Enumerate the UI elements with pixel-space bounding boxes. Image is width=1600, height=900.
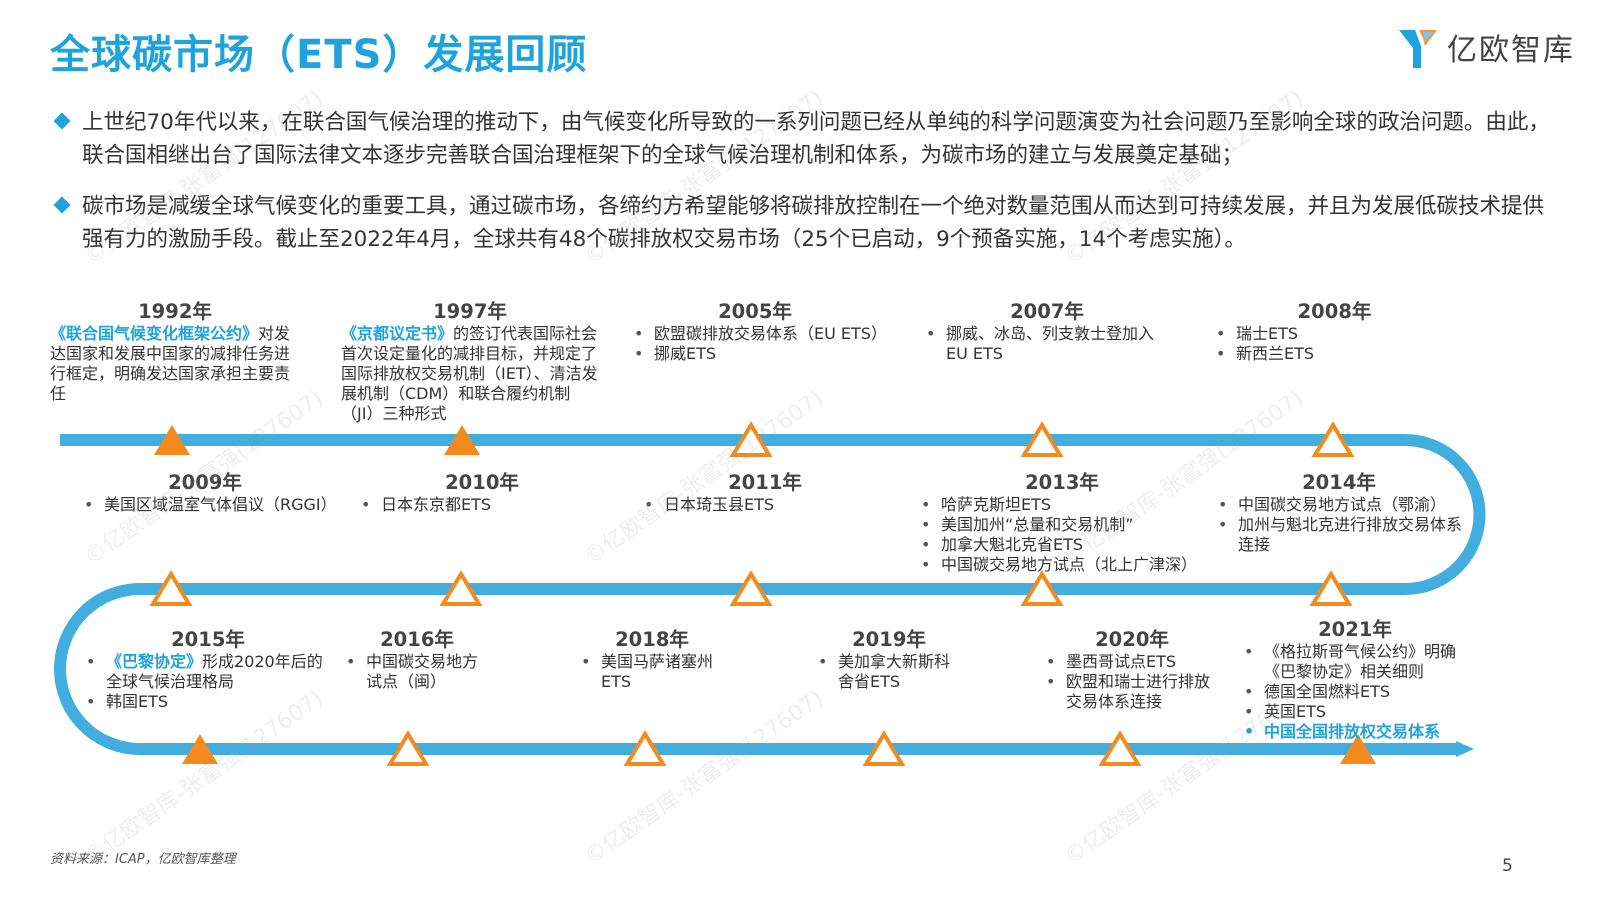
triangle-outline-icon <box>1309 570 1353 606</box>
brand-logo: 亿欧智库 <box>1395 22 1575 72</box>
event-1992: 1992年 《联合国气候变化框架公约》对发达国家和发展中国家的减排任务进行框定，… <box>50 300 291 404</box>
list-item: 英国ETS <box>1240 702 1470 722</box>
triangle-outline-icon <box>1020 570 1064 606</box>
treaty-name: 《联合国气候变化框架公约》 <box>50 324 259 343</box>
triangle-outline-icon <box>1311 421 1355 457</box>
list-item: 美国马萨诸塞州ETS <box>577 652 727 692</box>
treaty-name: 《巴黎协定》 <box>106 652 203 671</box>
list-item: 《格拉斯哥气候公约》明确《巴黎协定》相关细则 <box>1240 642 1470 682</box>
event-1997: 1997年 《京都议定书》的签订代表国际社会首次设定量化的减排目标，并规定了国际… <box>341 300 598 424</box>
event-list: 瑞士ETS 新西兰ETS <box>1212 324 1457 364</box>
list-item: 中国碳交易地方试点（闽） <box>342 652 492 692</box>
list-item: 中国碳交易地方试点（鄂渝） <box>1214 495 1464 515</box>
list-item: 日本东京都ETS <box>357 495 607 515</box>
list-item: 挪威ETS <box>630 344 880 364</box>
event-list: 日本东京都ETS <box>357 495 607 515</box>
event-2007: 2007年 挪威、冰岛、列支敦士登加入EU ETS <box>922 301 1172 364</box>
list-item: 加拿大魁北克省ETS <box>917 535 1207 555</box>
event-list: 挪威、冰岛、列支敦士登加入EU ETS <box>922 324 1172 364</box>
event-list: 《格拉斯哥气候公约》明确《巴黎协定》相关细则 德国全国燃料ETS 英国ETS 中… <box>1240 642 1470 742</box>
event-2014: 2014年 中国碳交易地方试点（鄂渝） 加州与魁北克进行排放交易体系连接 <box>1214 472 1464 555</box>
timeline-path <box>54 434 1486 755</box>
intro-bullet-2: 碳市场是减缓全球气候变化的重要工具，通过碳市场，各缔约方希望能够将碳排放控制在一… <box>53 190 1556 256</box>
list-item: 挪威、冰岛、列支敦士登加入EU ETS <box>922 324 1172 364</box>
event-list: 中国碳交易地方试点（闽） <box>342 652 492 692</box>
logo-text: 亿欧智库 <box>1447 33 1575 68</box>
event-list: 哈萨克斯坦ETS 美国加州“总量和交易机制” 加拿大魁北克省ETS 中国碳交易地… <box>917 495 1207 575</box>
event-2010: 2010年 日本东京都ETS <box>357 472 607 516</box>
list-item: 美国区域温室气体倡议（RGGI） <box>80 495 337 515</box>
triangle-outline-icon <box>386 730 430 766</box>
triangle-outline-icon <box>149 570 193 606</box>
event-2021: 2021年 《格拉斯哥气候公约》明确《巴黎协定》相关细则 德国全国燃料ETS 英… <box>1240 619 1470 743</box>
source-note: 资料来源：ICAP，亿欧智库整理 <box>50 852 236 867</box>
triangle-outline-icon <box>439 570 483 606</box>
list-item: 墨西哥试点ETS <box>1042 652 1222 672</box>
event-list: 中国碳交易地方试点（鄂渝） 加州与魁北克进行排放交易体系连接 <box>1214 495 1464 555</box>
list-item-highlight: 中国全国排放权交易体系 <box>1240 722 1470 742</box>
event-2011: 2011年 日本琦玉县ETS <box>640 472 890 516</box>
list-item: 美国加州“总量和交易机制” <box>917 515 1207 535</box>
filled-triangle-icon <box>182 734 218 764</box>
triangle-outline-icon <box>623 730 667 766</box>
timeline-arrow-icon <box>1456 741 1474 757</box>
event-list: 日本琦玉县ETS <box>640 495 890 515</box>
list-item: 中国碳交易地方试点（北上广津深） <box>917 555 1207 575</box>
page-number: 5 <box>1502 856 1513 876</box>
event-2019: 2019年 美加拿大新斯科舍省ETS <box>814 629 964 692</box>
event-2016: 2016年 中国碳交易地方试点（闽） <box>342 629 492 692</box>
event-list: 欧盟碳排放交易体系（EU ETS） 挪威ETS <box>630 324 887 364</box>
list-item: 新西兰ETS <box>1212 344 1457 364</box>
event-list: 美国区域温室气体倡议（RGGI） <box>80 495 337 515</box>
triangle-outline-icon <box>862 730 906 766</box>
event-2018: 2018年 美国马萨诸塞州ETS <box>577 629 727 692</box>
list-item: 瑞士ETS <box>1212 324 1457 344</box>
event-2013: 2013年 哈萨克斯坦ETS 美国加州“总量和交易机制” 加拿大魁北克省ETS … <box>917 472 1207 576</box>
list-item: 欧盟碳排放交易体系（EU ETS） <box>630 324 887 344</box>
list-item: 德国全国燃料ETS <box>1240 682 1470 702</box>
event-2020: 2020年 墨西哥试点ETS 欧盟和瑞士进行排放交易体系连接 <box>1042 629 1222 712</box>
event-list: 美加拿大新斯科舍省ETS <box>814 652 964 692</box>
list-item: 欧盟和瑞士进行排放交易体系连接 <box>1042 672 1222 712</box>
triangle-outline-icon <box>1020 421 1064 457</box>
list-item: 加州与魁北克进行排放交易体系连接 <box>1214 515 1464 555</box>
event-2005: 2005年 欧盟碳排放交易体系（EU ETS） 挪威ETS <box>630 301 887 365</box>
triangle-outline-icon <box>729 570 773 606</box>
list-item: 韩国ETS <box>82 692 334 712</box>
event-list: 美国马萨诸塞州ETS <box>577 652 727 692</box>
event-2008: 2008年 瑞士ETS 新西兰ETS <box>1212 301 1457 365</box>
triangle-outline-icon <box>729 421 773 457</box>
event-2009: 2009年 美国区域温室气体倡议（RGGI） <box>80 472 337 516</box>
treaty-name: 《京都议定书》 <box>341 324 454 343</box>
filled-triangle-icon <box>1340 734 1376 764</box>
list-item: 美加拿大新斯科舍省ETS <box>814 652 964 692</box>
triangle-outline-icon <box>1098 730 1142 766</box>
event-2015: 2015年 《巴黎协定》形成2020年后的全球气候治理格局 韩国ETS <box>82 629 334 713</box>
event-list: 墨西哥试点ETS 欧盟和瑞士进行排放交易体系连接 <box>1042 652 1222 712</box>
intro-bullet-1: 上世纪70年代以来，在联合国气候治理的推动下，由气候变化所导致的一系列问题已经从… <box>53 106 1556 172</box>
filled-triangle-icon <box>444 425 480 455</box>
list-item: 哈萨克斯坦ETS <box>917 495 1207 515</box>
list-item: 《巴黎协定》形成2020年后的全球气候治理格局 <box>82 652 334 692</box>
logo-icon <box>1399 30 1437 68</box>
timeline-markers <box>149 421 1376 766</box>
list-item: 日本琦玉县ETS <box>640 495 890 515</box>
page-title: 全球碳市场（ETS）发展回顾 <box>50 32 588 78</box>
event-list: 《巴黎协定》形成2020年后的全球气候治理格局 韩国ETS <box>82 652 334 712</box>
filled-triangle-icon <box>154 425 190 455</box>
